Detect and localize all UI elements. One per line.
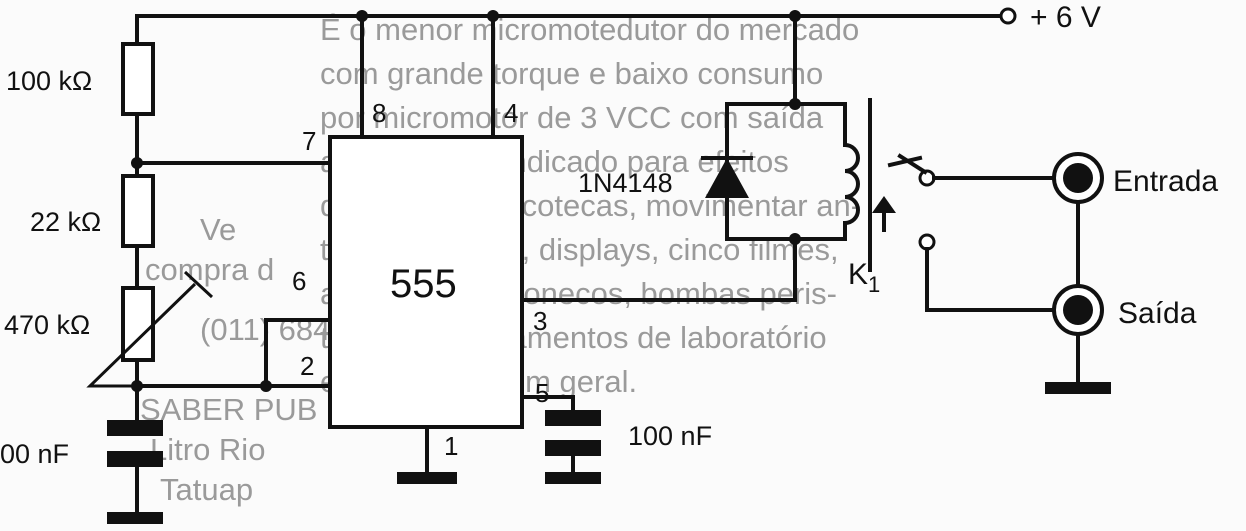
bg-fragment: Tatuap [160,472,253,507]
bg-line: com grande torque e baixo consumo [320,56,823,91]
ic-555: 555 1 2 3 4 5 6 7 8 [292,98,549,461]
ground-symbol [545,472,601,484]
component-labels: 100 kΩ 22 kΩ 470 kΩ 00 nF 100 nF 1N4148 … [0,66,880,469]
bg-fragment: compra d [145,252,274,287]
r1-label: 100 kΩ [6,66,92,96]
pin-4-label: 4 [504,98,518,128]
pin-8-label: 8 [372,98,386,128]
ic-label: 555 [390,262,457,306]
cap-control-label: 100 nF [628,421,712,451]
supply-label: + 6 V [1030,1,1101,34]
ground-symbol [397,472,457,484]
pot-label: 470 kΩ [4,310,90,340]
supply-rail: + 6 V [135,1,1101,34]
relay-subscript: 1 [868,272,880,297]
ground-symbol [1045,382,1111,394]
bg-fragment: Litro Rio [150,432,265,467]
output-terminal: Saída [1045,200,1197,394]
output-terminal-label: Saída [1118,297,1197,330]
pin-2-label: 2 [300,351,314,381]
diode-1n4148 [705,158,749,198]
input-terminal-label: Entrada [1113,165,1218,198]
ic-wiring [135,14,797,484]
relay-label: K1 [848,258,880,297]
resistor-22k [121,174,155,248]
control-capacitor-plate [545,410,601,426]
input-terminal: Entrada [1052,152,1218,204]
timing-capacitor-plate [107,451,163,467]
timing-network [86,14,214,524]
diode-label: 1N4148 [578,168,673,198]
resistor-100k [121,42,155,116]
relay-name: K [848,258,868,291]
pin-7-label: 7 [302,126,316,156]
bg-fragment: Ve [200,212,236,247]
relay-switch [887,153,1062,312]
pin-1-label: 1 [444,431,458,461]
cap-timing-label: 00 nF [0,439,69,469]
r2-label: 22 kΩ [30,207,101,237]
bg-fragment: SABER PUB [140,392,317,427]
control-capacitor-plate [545,440,601,456]
ground-symbol [107,512,163,524]
pin-3-label: 3 [533,306,547,336]
pin-6-label: 6 [292,266,306,296]
pin-5-label: 5 [535,378,549,408]
relay-section [701,14,896,302]
timing-capacitor-plate [107,420,163,436]
